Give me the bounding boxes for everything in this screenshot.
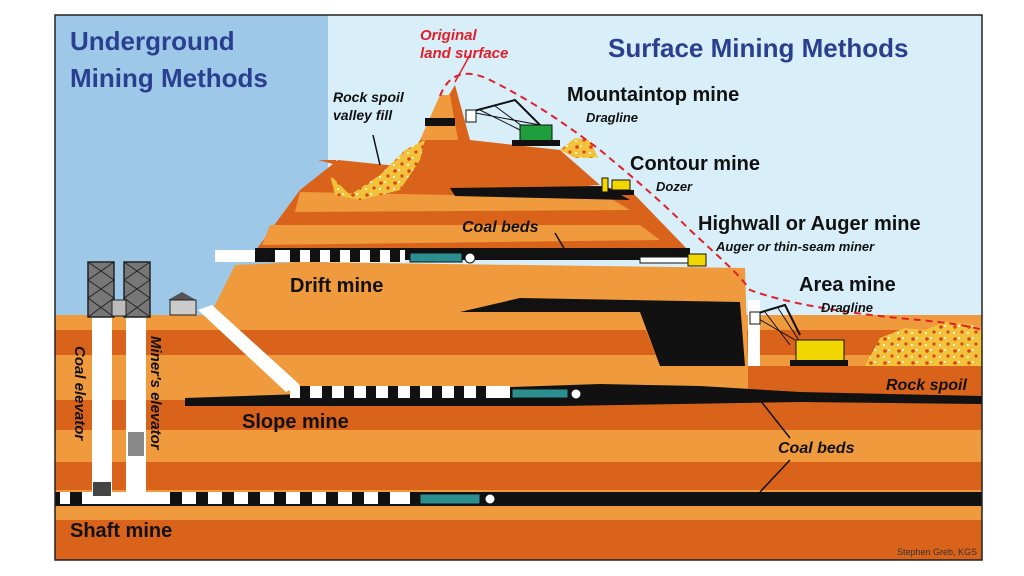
miners-elevator-shaft: [126, 315, 146, 495]
highwall-equipment-label: Auger or thin-seam miner: [715, 239, 875, 254]
mountaintop-dragline: [465, 98, 560, 146]
drift-mine-label: Drift mine: [290, 275, 383, 297]
coal-elevator-shaft: [92, 315, 112, 495]
credit-label: Stephen Greb, KGS: [897, 547, 977, 557]
hill-light-band: [262, 225, 660, 245]
rock-spoil-mound: [865, 322, 982, 366]
shaft-house: [111, 299, 127, 317]
coal-beds-lower-pointer-2: [759, 459, 791, 493]
shaft-mine-vehicle: [419, 493, 496, 505]
area-mine-pit: [748, 300, 760, 366]
rock-spoil-right-ground: [748, 366, 982, 400]
highwall-auger: [639, 253, 707, 267]
stratum-band: [55, 462, 982, 490]
area-mine-label: Area mine: [799, 274, 896, 296]
drift-mine-entry: [215, 250, 405, 262]
highwall-mine-label: Highwall or Auger mine: [698, 213, 921, 235]
contour-dozer: [601, 177, 634, 195]
hill-lower-bench: [210, 262, 748, 366]
stratum-band: [55, 520, 982, 560]
shaft-mine-label: Shaft mine: [70, 520, 172, 542]
dragline-spoil-top: [560, 138, 598, 158]
peak-coal: [425, 118, 455, 126]
slope-mine-entry: [290, 386, 510, 398]
geology: [55, 85, 982, 560]
original-surface-pointer: [454, 54, 471, 83]
slope-mine-shaft: [198, 305, 300, 392]
headframe-miners: [123, 261, 151, 318]
slope-mine-label: Slope mine: [242, 411, 349, 433]
diagram-frame: [54, 14, 983, 561]
coal-beds-upper-pointer: [554, 232, 566, 251]
stratum-band: [55, 505, 982, 520]
stratum-band: [55, 440, 982, 462]
rock-spoil-valley-label-line1: Rock spoil: [333, 89, 405, 105]
mountaintop-equipment-label: Dragline: [586, 110, 638, 125]
original-surface-label-line2: land surface: [420, 45, 508, 62]
rock-spoil-valley-label-line2: valley fill: [333, 107, 393, 123]
coal-seam-mid: [450, 186, 630, 200]
coal-elevator-label: Coal elevator: [71, 346, 88, 441]
underground-title-line2: Mining Methods: [70, 63, 268, 93]
shaft-mine-entry: [60, 492, 410, 504]
coal-seam-drift: [210, 298, 745, 366]
coal-beds-lower-label: Coal beds: [778, 440, 855, 457]
underground-title-line1: Underground: [70, 26, 235, 56]
rock-spoil-label: Rock spoil: [886, 377, 967, 394]
area-dragline: [749, 303, 848, 366]
coal-seam-slope: [185, 384, 982, 406]
valley-fill-spoil: [330, 140, 425, 200]
mountaintop-mine-label: Mountaintop mine: [567, 84, 739, 106]
coal-beds-lower-pointer: [759, 399, 791, 439]
peak-cap: [420, 95, 458, 140]
hill-upper-bench: [318, 85, 600, 195]
rock-spoil-pointer: [372, 134, 381, 166]
coal-elevator-skip: [93, 482, 111, 496]
contour-mine-label: Contour mine: [630, 153, 760, 175]
surface-title: Surface Mining Methods: [608, 33, 908, 63]
miners-elevator-label: Miner's elevator: [147, 336, 164, 451]
slope-mine-vehicle: [511, 388, 582, 400]
drift-mine-vehicle: [409, 252, 476, 264]
original-land-surface-line: [439, 72, 983, 331]
slope-house: [168, 292, 197, 316]
miners-elevator-cage: [128, 432, 144, 456]
coal-beds-upper-label: Coal beds: [462, 219, 539, 236]
contour-equipment-label: Dozer: [656, 179, 693, 194]
area-equipment-label: Dragline: [821, 300, 873, 315]
original-surface-label-line1: Original: [420, 27, 478, 44]
headframe-coal: [87, 261, 115, 318]
